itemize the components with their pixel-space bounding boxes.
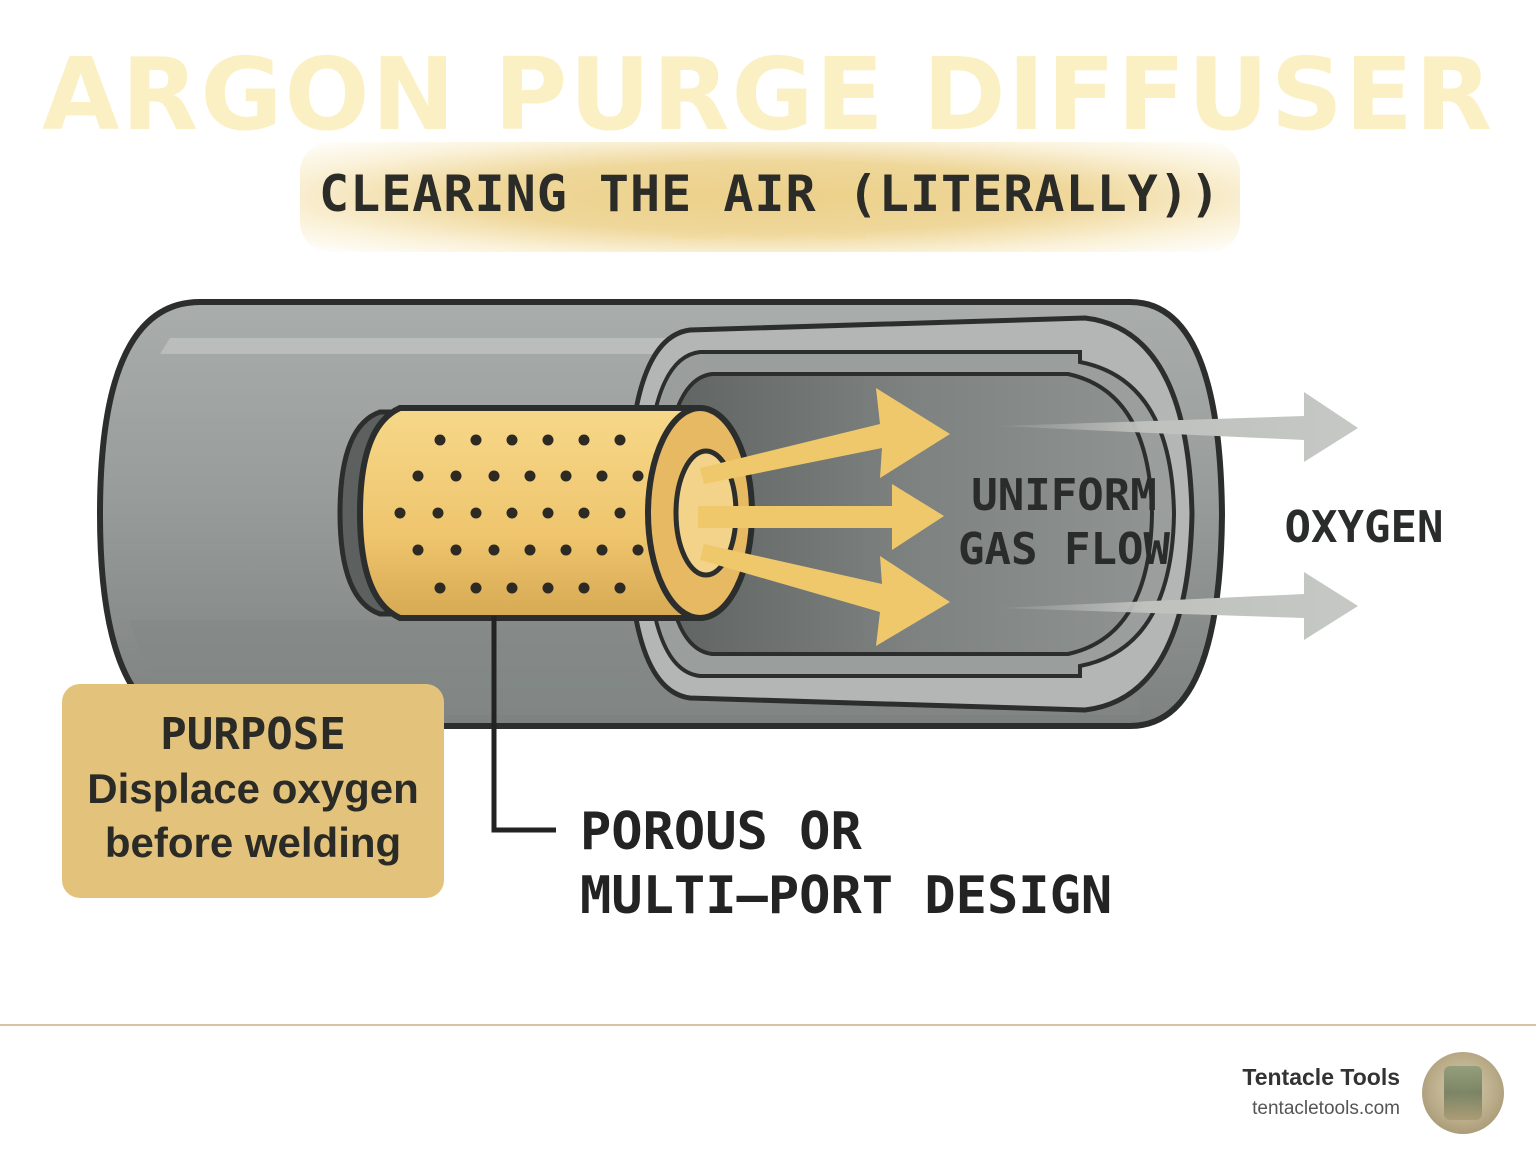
argon-flow-arrows [698,388,950,646]
footer-brand-name[interactable]: Tentacle Tools [1242,1064,1400,1090]
purpose-title: PURPOSE [160,709,346,760]
subtitle-highlight [300,142,1240,252]
tentacle-tools-logo-icon[interactable] [1422,1052,1504,1134]
design-label-line1: POROUS OR [580,802,862,862]
footer-divider [0,1024,1536,1026]
design-label-line2: MULTI–PORT DESIGN [580,866,1113,926]
purpose-line2: before welding [104,819,402,866]
purpose-callout: PURPOSE Displace oxygen before welding [62,684,444,898]
flow-label-line2: GAS FLOW [958,524,1170,575]
flow-label-line1: UNIFORM [971,470,1156,521]
oxygen-exit-arrows [1000,392,1358,640]
design-label: POROUS OR MULTI–PORT DESIGN [580,800,1112,928]
logo-emblem [1444,1066,1482,1120]
oxygen-arrow-lower [1000,572,1358,640]
argon-arrow-middle [698,484,944,550]
argon-arrow-lower [700,544,950,646]
oxygen-label: OXYGEN [1285,502,1444,553]
oxygen-arrow-upper [1000,392,1358,462]
argon-arrow-upper [700,388,950,484]
diffuser-cylinder [356,405,755,621]
page-subtitle: CLEARING THE AIR (LITERALLY)) [319,165,1221,223]
design-leader-line [491,616,556,833]
purpose-line1: Displace oxygen [87,765,419,812]
footer-brand-url[interactable]: tentacletools.com [1252,1098,1400,1119]
diffuser-pores [394,434,644,594]
